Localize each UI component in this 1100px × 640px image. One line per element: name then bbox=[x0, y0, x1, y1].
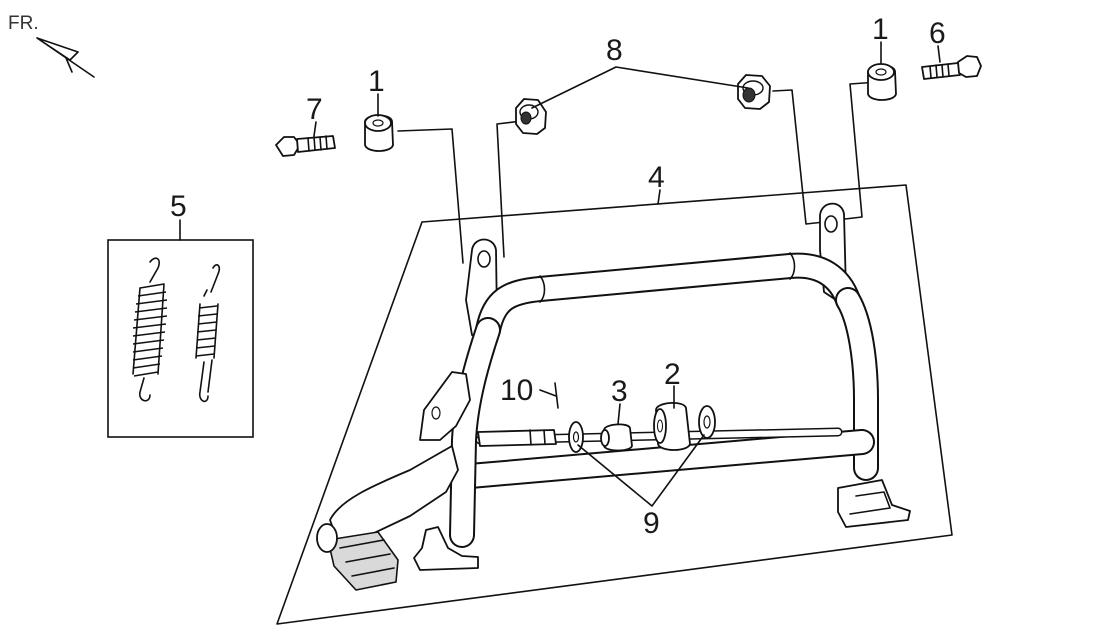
leader-nut-right bbox=[772, 89, 825, 225]
front-direction-indicator: FR. bbox=[8, 13, 95, 78]
front-direction-label: FR. bbox=[8, 13, 39, 34]
callout-9: 9 bbox=[643, 507, 660, 540]
callout-10: 10 bbox=[500, 374, 533, 407]
washer-9-left bbox=[568, 421, 584, 453]
right-foot-pad bbox=[837, 479, 911, 528]
callout-1-right: 1 bbox=[872, 13, 889, 46]
callout-6: 6 bbox=[929, 17, 946, 50]
center-stand-frame bbox=[316, 202, 911, 591]
leader-nut-left bbox=[496, 119, 531, 258]
spring-set-group-box bbox=[107, 239, 254, 438]
callout-8: 8 bbox=[606, 34, 623, 67]
stand-assembly-group-box bbox=[276, 184, 953, 625]
washer-right bbox=[867, 63, 897, 101]
spring-small bbox=[195, 264, 221, 403]
foot-pedal bbox=[327, 531, 399, 591]
spring-large bbox=[132, 257, 168, 402]
callout-1-left: 1 bbox=[368, 65, 385, 98]
front-direction-arrow-icon bbox=[36, 37, 95, 78]
washer-left bbox=[364, 114, 394, 152]
bolt-left bbox=[275, 135, 336, 157]
pedal-arm bbox=[329, 445, 459, 549]
pivot-pin bbox=[477, 429, 557, 447]
nut-right bbox=[737, 74, 771, 110]
nut-left bbox=[515, 98, 547, 135]
callout-4: 4 bbox=[648, 161, 665, 194]
bushing bbox=[653, 402, 691, 451]
callout-2: 2 bbox=[664, 358, 681, 391]
callout-5: 5 bbox=[170, 190, 187, 223]
left-foot-pad bbox=[413, 526, 479, 571]
leader-washer-left bbox=[397, 128, 464, 264]
spring-hook-bracket bbox=[419, 371, 471, 441]
leader-washer-right bbox=[844, 81, 879, 220]
callout-leaders bbox=[179, 41, 941, 507]
washer-9-right bbox=[698, 405, 716, 439]
callout-3: 3 bbox=[611, 375, 628, 408]
bolt-right bbox=[921, 55, 982, 80]
collar bbox=[600, 423, 633, 452]
callout-7: 7 bbox=[306, 93, 323, 126]
